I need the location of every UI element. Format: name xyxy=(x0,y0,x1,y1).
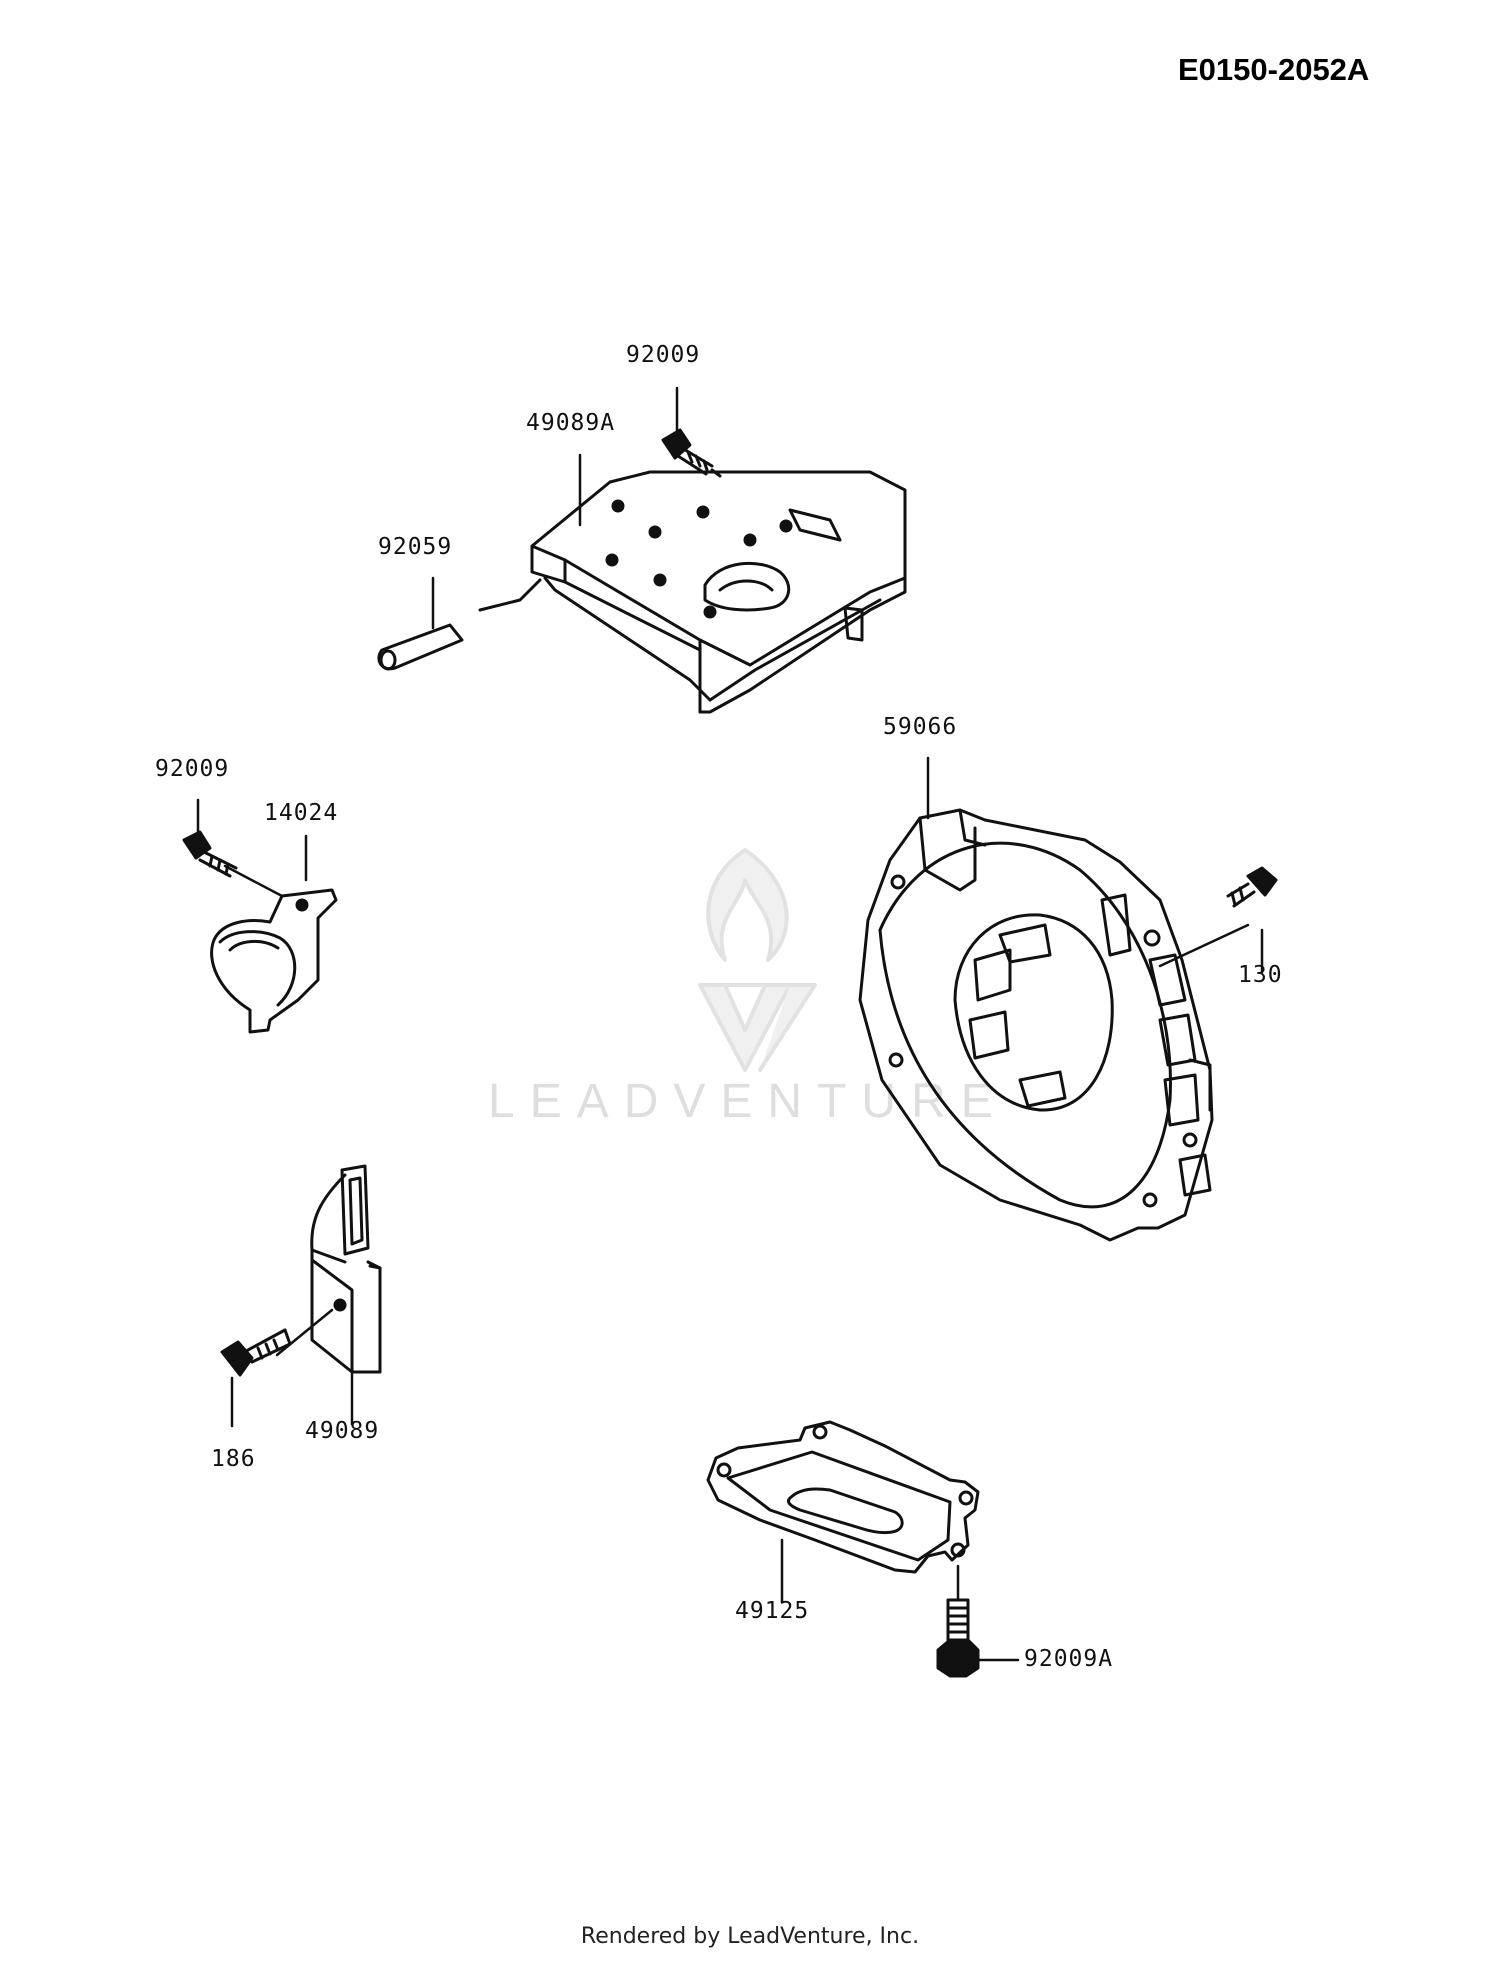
document-code: E0150-2052A xyxy=(1178,52,1370,87)
callout-49089a: 49089A xyxy=(526,410,616,436)
callout-92009-left: 92009 xyxy=(155,756,230,782)
callout-92009-top: 92009 xyxy=(626,342,701,368)
bolt-92009-top xyxy=(663,430,720,476)
blower-housing-59066 xyxy=(860,810,1212,1240)
watermark-logo xyxy=(700,850,815,1070)
callout-92059: 92059 xyxy=(378,534,453,560)
callout-49089: 49089 xyxy=(305,1418,380,1444)
bolt-92009-left xyxy=(184,832,236,876)
bolt-186 xyxy=(222,1330,290,1375)
footer-credit: Rendered by LeadVenture, Inc. xyxy=(580,1924,920,1949)
callout-186: 186 xyxy=(211,1446,256,1472)
guide-plate-49089 xyxy=(312,1166,380,1372)
callout-49125: 49125 xyxy=(735,1598,810,1624)
pin-92059 xyxy=(379,625,462,669)
bolt-130 xyxy=(1228,868,1276,906)
shield-14024 xyxy=(212,890,336,1032)
callout-14024: 14024 xyxy=(264,800,339,826)
gasket-49125 xyxy=(708,1422,978,1572)
bolt-92009a xyxy=(938,1600,978,1676)
cover-plate-49089a xyxy=(480,472,905,712)
callout-59066: 59066 xyxy=(883,714,958,740)
callout-92009a: 92009A xyxy=(1024,1646,1114,1672)
callout-130: 130 xyxy=(1238,962,1283,988)
